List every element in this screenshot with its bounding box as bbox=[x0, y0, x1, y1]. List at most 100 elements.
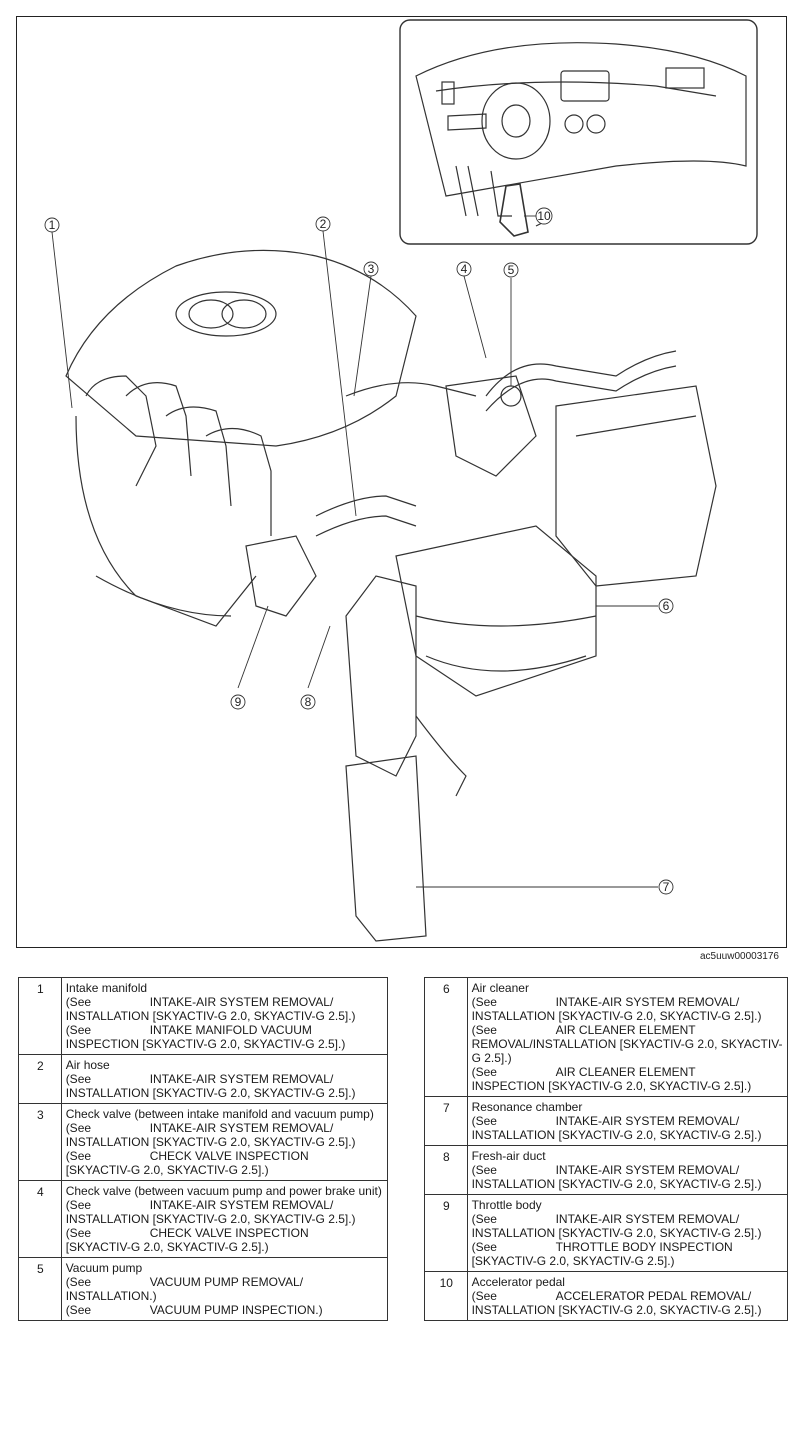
part-name: Check valve (between vacuum pump and pow… bbox=[65, 1184, 382, 1198]
part-reference: (See AIR CLEANER ELEMENT bbox=[472, 1065, 784, 1079]
part-number: 10 bbox=[424, 1271, 468, 1321]
see-label: (See bbox=[65, 1198, 92, 1212]
part-name: Accelerator pedal bbox=[471, 1275, 565, 1289]
callouts bbox=[44, 207, 674, 895]
reference-title: ACCELERATOR PEDAL REMOVAL/ bbox=[555, 1289, 752, 1303]
callout-8 bbox=[300, 694, 316, 710]
part-name: Check valve (between intake manifold and… bbox=[65, 1107, 374, 1121]
part-name: Vacuum pump bbox=[65, 1261, 143, 1275]
reference-title: VACUUM PUMP INSPECTION.) bbox=[149, 1303, 323, 1317]
svg-text:3: 3 bbox=[368, 262, 375, 276]
reference-detail: INSTALLATION [SKYACTIV-G 2.0, SKYACTIV-G… bbox=[65, 1135, 356, 1149]
part-reference: (See INTAKE-AIR SYSTEM REMOVAL/ bbox=[472, 1212, 784, 1226]
svg-text:4: 4 bbox=[461, 262, 468, 276]
part-number: 4 bbox=[18, 1180, 62, 1258]
dashboard-inset bbox=[399, 19, 758, 245]
reference-detail: INSPECTION [SKYACTIV-G 2.0, SKYACTIV-G 2… bbox=[471, 1079, 752, 1093]
reference-title: INTAKE-AIR SYSTEM REMOVAL/ bbox=[149, 1121, 334, 1135]
reference-detail: REMOVAL/INSTALLATION [SKYACTIV-G 2.0, SK… bbox=[471, 1037, 783, 1065]
callout-10 bbox=[535, 207, 553, 225]
see-label: (See bbox=[471, 1065, 497, 1079]
part-description: Fresh-air duct(See INTAKE-AIR SYSTEM REMO… bbox=[466, 1145, 789, 1195]
part-number: 2 bbox=[18, 1054, 62, 1104]
see-label: (See bbox=[65, 1149, 92, 1163]
reference-title: INTAKE-AIR SYSTEM REMOVAL/ bbox=[149, 1198, 334, 1212]
part-description: Check valve (between intake manifold and… bbox=[60, 1103, 389, 1181]
see-label: (See bbox=[471, 995, 497, 1009]
part-name: Intake manifold bbox=[65, 981, 148, 995]
svg-text:1: 1 bbox=[49, 218, 56, 232]
part-description: Throttle body(See INTAKE-AIR SYSTEM REMOV… bbox=[466, 1194, 789, 1272]
engine-illustration bbox=[51, 215, 717, 942]
part-name: Fresh-air duct bbox=[471, 1149, 546, 1163]
see-label: (See bbox=[65, 1072, 92, 1086]
see-label: (See bbox=[471, 1163, 497, 1177]
part-number: 8 bbox=[424, 1145, 468, 1195]
part-number: 3 bbox=[18, 1103, 62, 1181]
engine-intake-diagram: 1 2 3 4 5 6 7 8 9 10 bbox=[16, 16, 787, 948]
image-code: ac5uuw00003176 bbox=[700, 951, 779, 962]
svg-text:10: 10 bbox=[537, 209, 551, 223]
callout-labels: 1 2 3 4 5 6 7 8 9 10 bbox=[49, 209, 670, 894]
see-label: (See bbox=[471, 1023, 497, 1037]
callout-4 bbox=[456, 261, 472, 277]
part-reference: (See INTAKE-AIR SYSTEM REMOVAL/ bbox=[66, 1198, 384, 1212]
reference-title: INTAKE-AIR SYSTEM REMOVAL/ bbox=[555, 1163, 740, 1177]
see-label: (See bbox=[65, 995, 92, 1009]
reference-title: AIR CLEANER ELEMENT bbox=[555, 1065, 696, 1079]
reference-detail: INSPECTION [SKYACTIV-G 2.0, SKYACTIV-G 2… bbox=[65, 1037, 346, 1051]
reference-detail: INSTALLATION [SKYACTIV-G 2.0, SKYACTIV-G… bbox=[471, 1226, 762, 1240]
see-label: (See bbox=[471, 1212, 497, 1226]
reference-title: INTAKE-AIR SYSTEM REMOVAL/ bbox=[555, 995, 740, 1009]
reference-title: THROTTLE BODY INSPECTION bbox=[555, 1240, 733, 1254]
reference-detail: [SKYACTIV-G 2.0, SKYACTIV-G 2.5].) bbox=[65, 1240, 269, 1254]
part-name: Throttle body bbox=[471, 1198, 542, 1212]
see-label: (See bbox=[65, 1023, 92, 1037]
reference-title: INTAKE-AIR SYSTEM REMOVAL/ bbox=[149, 995, 334, 1009]
part-number: 1 bbox=[18, 977, 62, 1055]
svg-text:7: 7 bbox=[663, 880, 670, 894]
reference-title: CHECK VALVE INSPECTION bbox=[149, 1226, 309, 1240]
part-reference: (See INTAKE-AIR SYSTEM REMOVAL/ bbox=[66, 1072, 384, 1086]
see-label: (See bbox=[65, 1226, 92, 1240]
reference-title: INTAKE-AIR SYSTEM REMOVAL/ bbox=[555, 1212, 740, 1226]
reference-title: INTAKE-AIR SYSTEM REMOVAL/ bbox=[555, 1114, 740, 1128]
part-reference: (See INTAKE MANIFOLD VACUUM bbox=[66, 1023, 384, 1037]
svg-text:9: 9 bbox=[235, 695, 242, 709]
reference-title: VACUUM PUMP REMOVAL/ bbox=[149, 1275, 304, 1289]
reference-detail: INSTALLATION [SKYACTIV-G 2.0, SKYACTIV-G… bbox=[65, 1009, 356, 1023]
reference-detail: INSTALLATION [SKYACTIV-G 2.0, SKYACTIV-G… bbox=[471, 1128, 762, 1142]
callout-6 bbox=[658, 598, 674, 614]
svg-text:2: 2 bbox=[320, 217, 327, 231]
part-number: 5 bbox=[18, 1257, 62, 1321]
part-reference: (See INTAKE-AIR SYSTEM REMOVAL/ bbox=[66, 995, 384, 1009]
reference-detail: INSTALLATION [SKYACTIV-G 2.0, SKYACTIV-G… bbox=[65, 1086, 356, 1100]
part-name: Resonance chamber bbox=[471, 1100, 583, 1114]
reference-title: CHECK VALVE INSPECTION bbox=[149, 1149, 309, 1163]
part-reference: (See INTAKE-AIR SYSTEM REMOVAL/ bbox=[472, 995, 784, 1009]
callout-9 bbox=[230, 694, 246, 710]
reference-detail: INSTALLATION [SKYACTIV-G 2.0, SKYACTIV-G… bbox=[471, 1009, 762, 1023]
part-number: 6 bbox=[424, 977, 468, 1097]
callout-5 bbox=[503, 262, 519, 278]
reference-title: INTAKE-AIR SYSTEM REMOVAL/ bbox=[149, 1072, 334, 1086]
reference-title: INTAKE MANIFOLD VACUUM bbox=[149, 1023, 312, 1037]
